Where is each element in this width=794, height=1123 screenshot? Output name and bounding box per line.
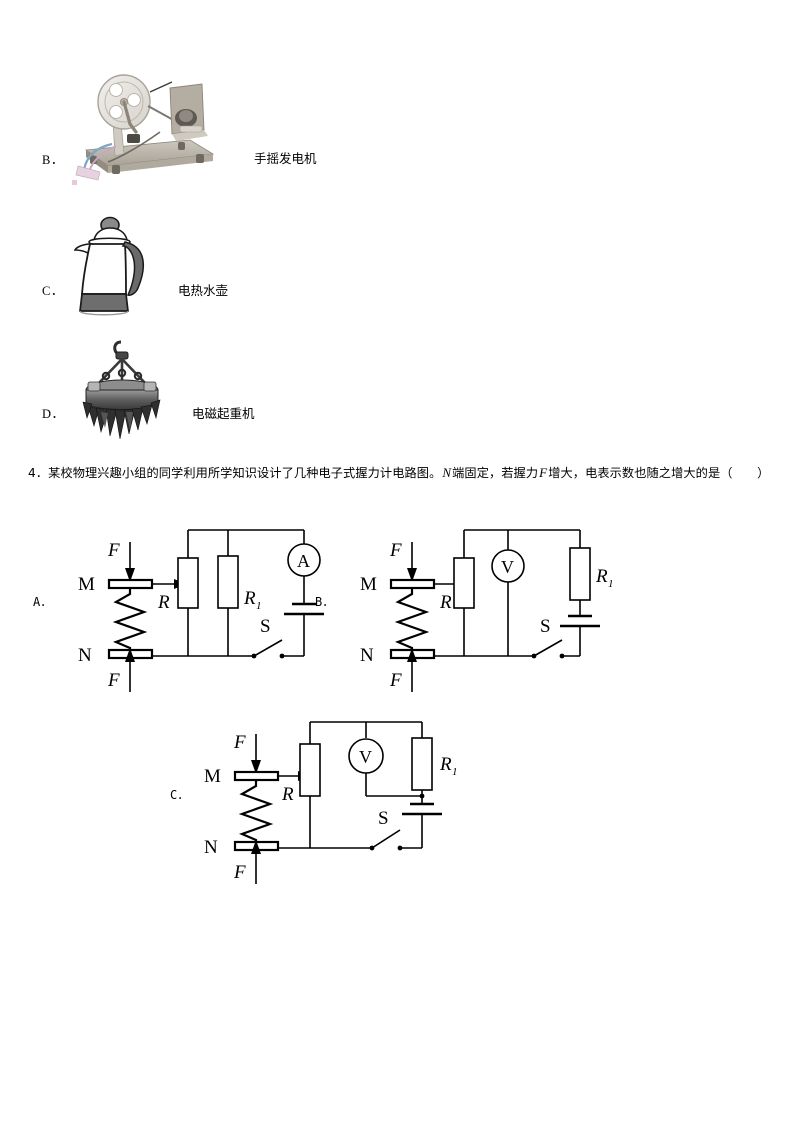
circuit-b-force-bottom-label: F xyxy=(389,670,402,691)
circuit-b-voltmeter-label: V xyxy=(501,557,514,577)
circuit-c-switch-label: S xyxy=(378,808,389,829)
question-text-part2: 端固定，若握力 xyxy=(452,466,539,480)
option-caption-c: 电热水壶 xyxy=(178,282,229,298)
circuit-diagram-c: C． F M N F R xyxy=(150,712,470,892)
circuit-c-force-bottom-label: F xyxy=(233,862,246,883)
circuit-b-terminal-n: N xyxy=(360,645,374,666)
circuit-a-r1-label: R xyxy=(243,588,256,609)
option-letter-c: C． xyxy=(42,283,64,298)
option-row-d: D． xyxy=(42,340,255,444)
circuit-a-svg: F M N F R R xyxy=(78,529,324,692)
circuit-letter-c: C． xyxy=(170,788,190,802)
circuit-letter-a: A． xyxy=(33,595,53,609)
circuit-c-r1-label: R xyxy=(439,754,452,775)
circuit-c-force-top-label: F xyxy=(233,732,246,753)
circuit-c-svg: F M N F R V xyxy=(204,721,458,884)
circuit-diagram-b: B． F M N F R xyxy=(312,520,612,695)
option-caption-d: 电磁起重机 xyxy=(192,405,255,421)
electric-kettle-drawing xyxy=(68,216,164,320)
question-italic-n: N xyxy=(442,465,452,480)
option-letter-d: D． xyxy=(42,406,65,421)
circuit-a-r1-sub: 1 xyxy=(256,600,262,612)
circuit-b-force-top-label: F xyxy=(389,540,402,561)
circuit-a-terminal-m: M xyxy=(78,574,95,595)
circuit-c-r1-sub: 1 xyxy=(452,766,458,778)
question-italic-f: F xyxy=(539,465,548,480)
option-letter-b: B． xyxy=(42,153,64,167)
circuit-diagram-a: A． F M N F R xyxy=(30,520,330,695)
option-caption-b: 手摇发电机 xyxy=(254,151,317,166)
circuit-c-terminal-n: N xyxy=(204,837,218,858)
question-text-part1: 某校物理兴趣小组的同学利用所学知识设计了几种电子式握力计电路图。 xyxy=(48,466,442,480)
option-row-c: C． 电热水壶 xyxy=(42,216,228,320)
question-number: 4． xyxy=(28,466,49,480)
hand-crank-generator-photo xyxy=(68,62,218,187)
circuit-b-terminal-m: M xyxy=(360,574,377,595)
circuit-c-voltmeter-label: V xyxy=(359,747,372,767)
circuit-a-force-bottom-label: F xyxy=(107,670,120,691)
circuit-b-slider-label: R xyxy=(439,592,452,613)
circuit-letter-b: B． xyxy=(315,595,335,609)
question-text-part3: 增大，电表示数也随之增大的是（ ） xyxy=(548,466,770,480)
question-4-text: 4．某校物理兴趣小组的同学利用所学知识设计了几种电子式握力计电路图。N端固定，若… xyxy=(28,458,770,488)
option-row-b: B． xyxy=(42,62,317,187)
circuit-a-switch-label: S xyxy=(260,616,271,637)
circuit-a-force-top-label: F xyxy=(107,540,120,561)
circuit-b-switch-label: S xyxy=(540,616,551,637)
circuit-b-r1-label: R xyxy=(595,566,608,587)
circuit-c-terminal-m: M xyxy=(204,766,221,787)
circuit-b-r1-sub: 1 xyxy=(608,578,612,590)
circuit-a-terminal-n: N xyxy=(78,645,92,666)
circuit-b-svg: F M N F R V xyxy=(360,529,612,692)
circuit-a-ammeter-label: A xyxy=(297,551,310,571)
electromagnetic-crane-photo xyxy=(68,340,178,444)
circuit-c-slider-label: R xyxy=(281,784,294,805)
circuit-a-slider-label: R xyxy=(157,592,170,613)
